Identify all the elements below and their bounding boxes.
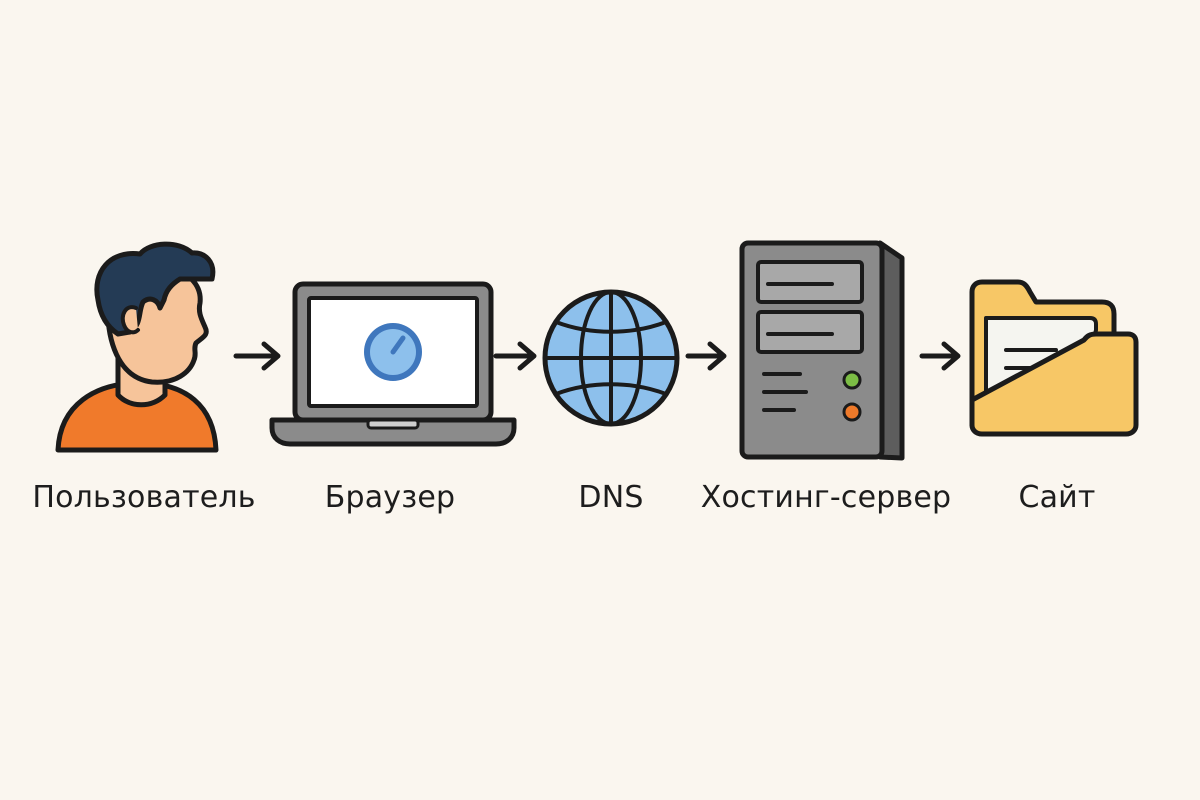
laptop-browser-icon [269,281,517,447]
label-user: Пользователь [32,480,256,515]
label-hosting-server: Хостинг-сервер [700,480,952,515]
arrow-user-to-browser [233,341,281,371]
arrow-browser-to-dns [493,341,537,371]
user-icon [55,241,219,453]
server-tower-icon [739,240,905,461]
label-browser: Браузер [324,480,456,515]
arrow-dns-to-server [685,341,727,371]
folder-document-icon [969,279,1139,437]
label-site: Сайт [1018,480,1096,515]
arrow-server-to-site [919,341,961,371]
label-dns: DNS [578,480,644,515]
globe-icon [542,289,680,427]
